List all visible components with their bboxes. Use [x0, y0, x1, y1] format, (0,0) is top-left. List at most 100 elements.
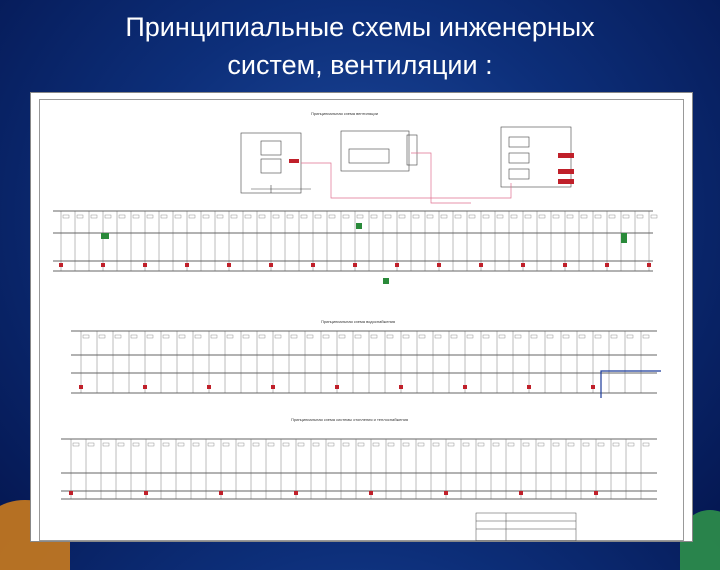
valve-marker [647, 263, 651, 267]
equipment-tag [118, 214, 126, 219]
valve-marker [605, 263, 609, 267]
valve-marker [369, 491, 373, 495]
equipment-tag [412, 214, 420, 219]
slide-title-line-2: систем, вентиляции : [227, 50, 493, 80]
equipment-tag [650, 214, 658, 219]
ventilation-red-fittings [289, 153, 574, 184]
valve-marker [563, 263, 567, 267]
valve-marker [219, 491, 223, 495]
valve-marker [353, 263, 357, 267]
equipment-tag [462, 442, 470, 447]
equipment-tag [402, 334, 410, 339]
valve-marker [143, 385, 147, 389]
equipment-tag [258, 334, 266, 339]
equipment-tag [76, 214, 84, 219]
equipment-tag [552, 442, 560, 447]
valve-marker [294, 491, 298, 495]
valve-marker [207, 385, 211, 389]
equipment-tag [104, 214, 112, 219]
valve-marker [59, 263, 63, 267]
equipment-tag [282, 442, 290, 447]
section-title-ventilation: Принципиальная схема вентиляции [311, 111, 378, 116]
equipment-tag [370, 214, 378, 219]
equipment-tag [202, 214, 210, 219]
equipment-tag [342, 214, 350, 219]
valve-marker [185, 263, 189, 267]
valve-marker [311, 263, 315, 267]
equipment-tag [160, 214, 168, 219]
equipment-tag [357, 442, 365, 447]
equipment-tag [327, 442, 335, 447]
equipment-tag [98, 334, 106, 339]
equipment-tag [300, 214, 308, 219]
equipment-tag [417, 442, 425, 447]
equipment-tag [450, 334, 458, 339]
equipment-tag [370, 334, 378, 339]
equipment-tag [626, 334, 634, 339]
equipment-tag [146, 214, 154, 219]
equipment-tag [252, 442, 260, 447]
equipment-tag [130, 334, 138, 339]
section-title-water: Принципиальная схема водоснабжения [321, 319, 395, 324]
valve-marker [271, 385, 275, 389]
slide-title: Принципиальные схемы инженерных систем, … [0, 8, 720, 84]
equipment-tag [162, 334, 170, 339]
equipment-tag [440, 214, 448, 219]
equipment-tag [636, 214, 644, 219]
equipment-tag [496, 214, 504, 219]
equipment-tag [530, 334, 538, 339]
equipment-tag [468, 214, 476, 219]
equipment-tag [597, 442, 605, 447]
equipment-tag [62, 214, 70, 219]
main-distribution-line-3 [61, 438, 657, 500]
equipment-tag [482, 334, 490, 339]
equipment-tag [328, 214, 336, 219]
equipment-tag [188, 214, 196, 219]
schematic-canvas: Принципиальная схема вентиляции [53, 111, 661, 541]
equipment-tag [72, 442, 80, 447]
equipment-tag [562, 334, 570, 339]
schematic-drawing-sheet: Принципиальная схема вентиляции [30, 92, 693, 542]
equipment-tag [642, 442, 650, 447]
valve-marker [335, 385, 339, 389]
equipment-tag [178, 334, 186, 339]
equipment-tag [537, 442, 545, 447]
equipment-tag [267, 442, 275, 447]
green-equipment-row-1 [101, 223, 627, 284]
equipment-tag [226, 334, 234, 339]
equipment-tag [230, 214, 238, 219]
equipment-tag [426, 214, 434, 219]
equipment-tag [482, 214, 490, 219]
equipment-tag [432, 442, 440, 447]
equipment-tag [286, 214, 294, 219]
equipment-tag [627, 442, 635, 447]
equipment-tag [642, 334, 650, 339]
equipment-tag [216, 214, 224, 219]
equipment-tag [622, 214, 630, 219]
equipment-tag [342, 442, 350, 447]
equipment-tag [454, 214, 462, 219]
equipment-tag [566, 214, 574, 219]
equipment-tag [237, 442, 245, 447]
equipment-tag [567, 442, 575, 447]
equipment-tag [356, 214, 364, 219]
ventilation-pink-duct [301, 152, 512, 204]
valve-marker [269, 263, 273, 267]
valve-marker [79, 385, 83, 389]
equipment-tag [594, 214, 602, 219]
equipment-tag [274, 334, 282, 339]
equipment-tag [102, 442, 110, 447]
equipment-tag [258, 214, 266, 219]
equipment-tag [322, 334, 330, 339]
equipment-tag [87, 442, 95, 447]
branch-lines-row-3 [70, 439, 650, 499]
equipment-tag [610, 334, 618, 339]
equipment-tag [402, 442, 410, 447]
equipment-tag [207, 442, 215, 447]
equipment-tag [608, 214, 616, 219]
equipment-tag [177, 442, 185, 447]
equipment-tag [477, 442, 485, 447]
equipment-tag [192, 442, 200, 447]
valve-marker [527, 385, 531, 389]
equipment-tag [387, 442, 395, 447]
